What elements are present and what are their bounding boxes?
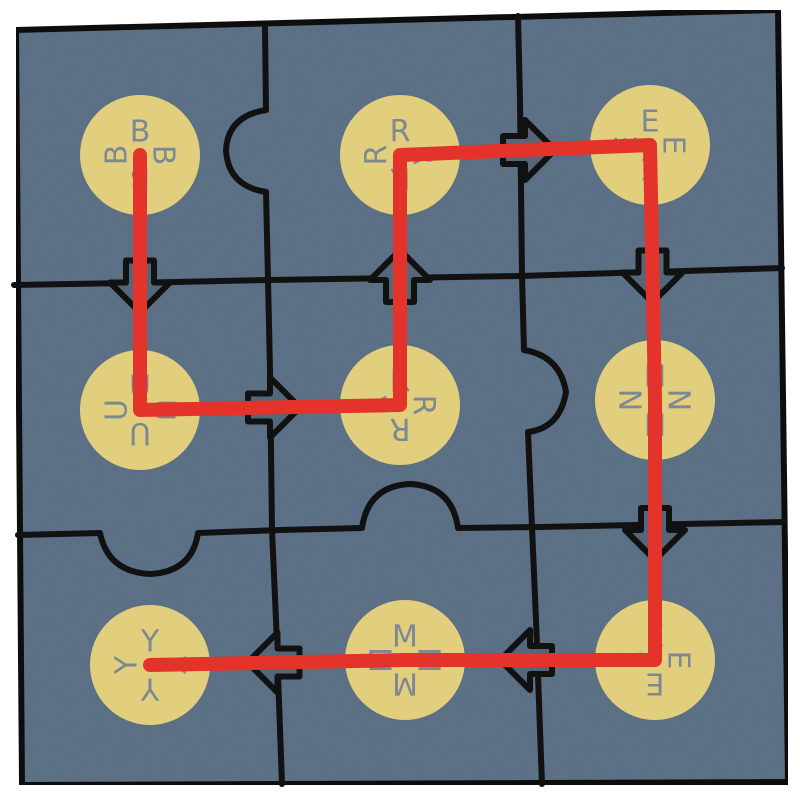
- disc-letter: Y: [110, 655, 145, 675]
- disc-letter: E: [641, 105, 660, 140]
- seam-col-1: [223, 25, 285, 787]
- seam-row-2: [15, 481, 787, 577]
- disc-letter: E: [661, 651, 696, 670]
- disc-letter: R: [360, 145, 395, 166]
- disc-letter: M: [392, 620, 418, 655]
- disc-letter: E: [646, 666, 665, 701]
- disc-letter: N: [615, 389, 650, 411]
- disc-letter: B: [100, 145, 135, 166]
- disc-letter: E: [656, 136, 691, 155]
- disc-letter: R: [390, 411, 411, 446]
- disc-letter: U: [100, 399, 135, 421]
- disc-letter: B: [130, 115, 151, 150]
- disc-letter: M: [392, 666, 418, 701]
- disc-letter: U: [129, 416, 151, 451]
- disc-letter: R: [406, 395, 441, 416]
- disc-letter: B: [146, 145, 181, 166]
- disc-letter: Y: [140, 625, 160, 660]
- disc-letter: N: [661, 389, 696, 411]
- disc-letter: R: [390, 115, 411, 150]
- seam-col-2: [515, 13, 569, 787]
- solution-path: [133, 138, 662, 672]
- disc-letter: Y: [140, 671, 160, 706]
